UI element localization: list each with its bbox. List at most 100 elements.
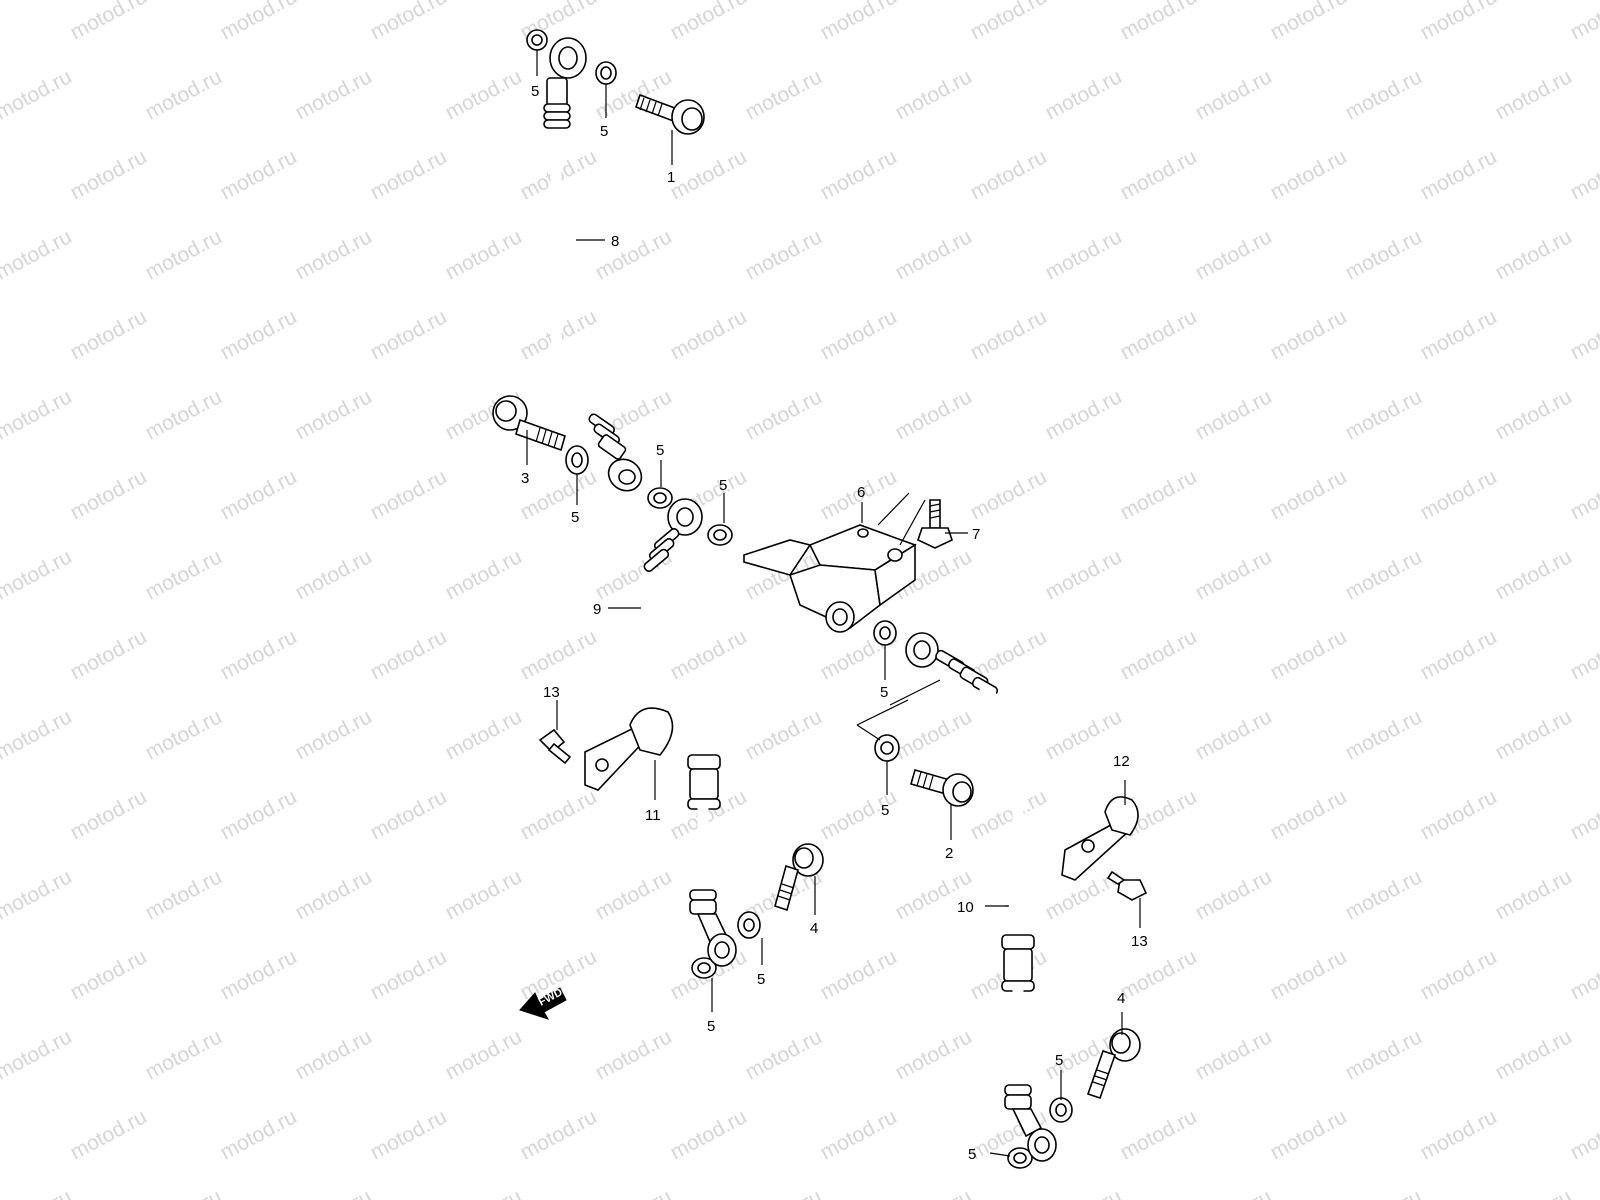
- union-bolt-4-right: [1086, 1028, 1141, 1100]
- watermark-text: motod.ru: [1417, 305, 1501, 364]
- bolt-13-left: [538, 728, 572, 765]
- callout-5: 5: [1055, 1052, 1063, 1069]
- watermark-text: motod.ru: [967, 0, 1051, 44]
- watermark-text: motod.ru: [892, 1185, 976, 1200]
- watermark-text: motod.ru: [1192, 1025, 1276, 1084]
- watermark-text: motod.ru: [0, 705, 76, 764]
- watermark-text: motod.ru: [0, 465, 1, 524]
- watermark-text: motod.ru: [1192, 225, 1276, 284]
- watermark-text: motod.ru: [1492, 385, 1576, 444]
- union-bolt-1: [634, 93, 705, 135]
- watermark-text: motod.ru: [292, 1025, 376, 1084]
- watermark-text: motod.ru: [0, 385, 76, 444]
- watermark-text: motod.ru: [517, 1105, 601, 1164]
- watermark-text: motod.ru: [1192, 65, 1276, 124]
- watermark-text: motod.ru: [967, 785, 1051, 844]
- watermark-text: motod.ru: [1342, 1185, 1426, 1200]
- watermark-text: motod.ru: [667, 0, 751, 44]
- watermark-text: motod.ru: [667, 1105, 751, 1164]
- watermark-text: motod.ru: [1192, 705, 1276, 764]
- watermark-text: motod.ru: [1342, 225, 1426, 284]
- watermark-text: motod.ru: [217, 465, 301, 524]
- watermark-text: motod.ru: [292, 545, 376, 604]
- callout-10: 10: [957, 899, 974, 916]
- watermark-text: motod.ru: [1492, 225, 1576, 284]
- watermark-text: motod.ru: [1267, 945, 1351, 1004]
- watermark-text: motod.ru: [217, 785, 301, 844]
- watermark-text: motod.ru: [142, 1025, 226, 1084]
- watermark-text: motod.ru: [817, 945, 901, 1004]
- watermark-text: motod.ru: [1492, 1185, 1576, 1200]
- watermark-text: motod.ru: [1567, 305, 1600, 364]
- watermark-text: motod.ru: [892, 65, 976, 124]
- watermark-text: motod.ru: [0, 145, 1, 204]
- watermark-text: motod.ru: [67, 465, 151, 524]
- watermark-text: motod.ru: [217, 145, 301, 204]
- callout-6: 6: [857, 484, 865, 501]
- watermark-text: motod.ru: [0, 65, 76, 124]
- watermark-text: motod.ru: [1117, 145, 1201, 204]
- union-bolt-3: [492, 395, 566, 452]
- watermark-text: motod.ru: [742, 65, 826, 124]
- union-bolt-4-left: [774, 843, 824, 912]
- watermark-text: motod.ru: [1267, 625, 1351, 684]
- watermark-text: motod.ru: [292, 705, 376, 764]
- watermark-text: motod.ru: [1417, 0, 1501, 44]
- watermark-text: motod.ru: [367, 785, 451, 844]
- watermark-text: motod.ru: [1342, 385, 1426, 444]
- watermark-text: motod.ru: [742, 1185, 826, 1200]
- watermark-text: motod.ru: [67, 785, 151, 844]
- watermark-text: motod.ru: [517, 785, 601, 844]
- watermark-text: motod.ru: [1117, 945, 1201, 1004]
- callout-5: 5: [968, 1146, 976, 1163]
- watermark-text: motod.ru: [1342, 1025, 1426, 1084]
- watermark-text: motod.ru: [817, 1105, 901, 1164]
- watermark-text: motod.ru: [742, 1025, 826, 1084]
- callout-5: 5: [571, 509, 579, 526]
- watermark-text: motod.ru: [0, 545, 76, 604]
- watermark-text: motod.ru: [142, 385, 226, 444]
- watermark-text: motod.ru: [1267, 465, 1351, 524]
- watermark-text: motod.ru: [1042, 65, 1126, 124]
- watermark-text: motod.ru: [1342, 865, 1426, 924]
- watermark-text: motod.ru: [1492, 545, 1576, 604]
- callout-4: 4: [1117, 990, 1125, 1007]
- watermark-text: motod.ru: [1492, 65, 1576, 124]
- watermark-text: motod.ru: [592, 865, 676, 924]
- watermark-text: motod.ru: [0, 865, 76, 924]
- watermark-text: motod.ru: [67, 1105, 151, 1164]
- watermark-text: motod.ru: [0, 625, 1, 684]
- watermark-text: motod.ru: [517, 625, 601, 684]
- watermark-text: motod.ru: [367, 625, 451, 684]
- watermark-text: motod.ru: [442, 65, 526, 124]
- watermark-text: motod.ru: [0, 945, 1, 1004]
- watermark-text: motod.ru: [67, 0, 151, 44]
- watermark-text: motod.ru: [217, 945, 301, 1004]
- brake-hose-9: [633, 498, 737, 967]
- callout-5: 5: [719, 477, 727, 494]
- watermark-text: motod.ru: [292, 865, 376, 924]
- watermark-text: motod.ru: [142, 65, 226, 124]
- watermark-text: motod.ru: [442, 865, 526, 924]
- watermark-text: motod.ru: [367, 145, 451, 204]
- watermark-text: motod.ru: [1117, 465, 1201, 524]
- watermark-text: motod.ru: [742, 385, 826, 444]
- watermark-text: motod.ru: [1417, 785, 1501, 844]
- watermark-text: motod.ru: [742, 705, 826, 764]
- watermark-text: motod.ru: [0, 225, 76, 284]
- watermark-text: motod.ru: [67, 305, 151, 364]
- watermark-text: motod.ru: [1117, 625, 1201, 684]
- watermark-text: motod.ru: [217, 625, 301, 684]
- clamp-11: [584, 707, 674, 791]
- watermark-text: motod.ru: [1492, 865, 1576, 924]
- watermark-text: motod.ru: [1042, 385, 1126, 444]
- callout-labels: 5 5 1 8 3 5 5 5 6 7 9 5 13 5 11 2 12 4 1…: [521, 83, 1148, 1163]
- watermark-text: motod.ru: [667, 145, 751, 204]
- watermark-text: motod.ru: [1117, 0, 1201, 44]
- callout-13: 13: [543, 684, 560, 701]
- callout-8: 8: [611, 233, 619, 250]
- callout-5: 5: [880, 684, 888, 701]
- watermark-text: motod.ru: [892, 385, 976, 444]
- clamp-12: [1061, 796, 1139, 881]
